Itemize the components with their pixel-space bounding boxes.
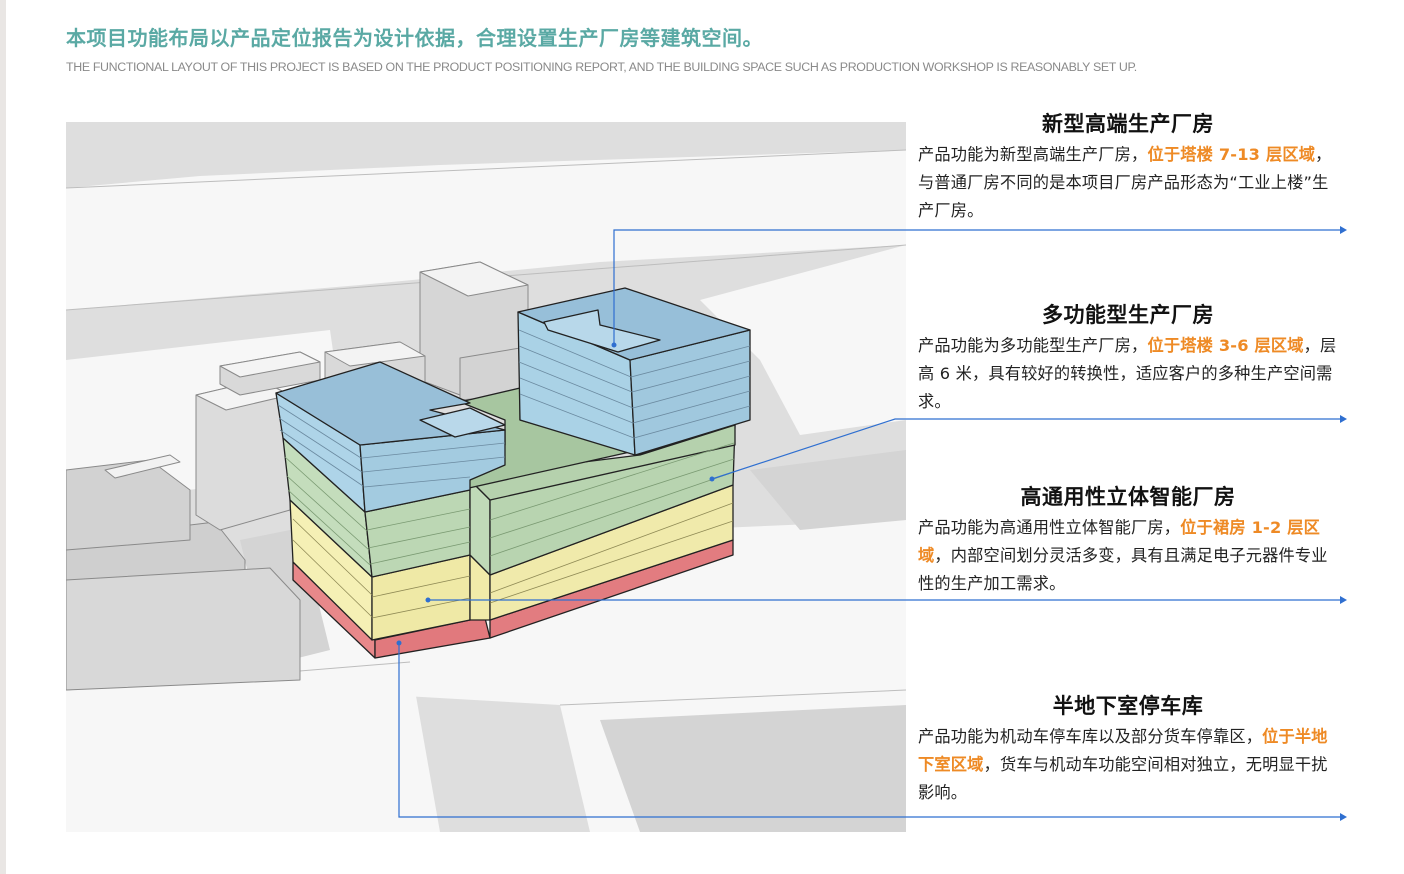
section-description: 产品功能为高通用性立体智能厂房，位于裙房 1-2 层区域，内部空间划分灵活多变，… [918, 518, 1328, 593]
section-description: 产品功能为多功能型生产厂房，位于塔楼 3-6 层区域，层高 6 米，具有较好的转… [918, 336, 1337, 411]
arrow-icon [1340, 415, 1347, 423]
section-basement-garage: 半地下室停车库 产品功能为机动车停车库以及部分货车停靠区，位于半地下室区域，货车… [918, 690, 1348, 807]
section-title: 半地下室停车库 [1052, 694, 1204, 718]
arrow-icon [1340, 226, 1347, 234]
highlight-text: 位于半地下室区域 [918, 727, 1328, 774]
section-description: 产品功能为新型高端生产厂房，位于塔楼 7-13 层区域，与普通厂房不同的是本项目… [918, 145, 1332, 220]
section-multi-function-workshop: 多功能型生产厂房 产品功能为多功能型生产厂房，位于塔楼 3-6 层区域，层高 6… [918, 299, 1348, 416]
section-title: 高通用性立体智能厂房 [1020, 485, 1236, 509]
highlight-text: 位于裙房 1-2 层区域 [918, 518, 1321, 565]
page-left-edge [0, 0, 6, 874]
section-title: 新型高端生产厂房 [1042, 112, 1214, 136]
arrow-icon [1340, 813, 1347, 821]
highlight-text: 位于塔楼 3-6 层区域 [1147, 336, 1304, 355]
building-massing-render [66, 122, 906, 832]
page-subtitle: THE FUNCTIONAL LAYOUT OF THIS PROJECT IS… [66, 60, 1137, 74]
section-title: 多功能型生产厂房 [1042, 303, 1214, 327]
section-description: 产品功能为机动车停车库以及部分货车停靠区，位于半地下室区域，货车与机动车功能空间… [918, 727, 1328, 802]
section-high-end-workshop: 新型高端生产厂房 产品功能为新型高端生产厂房，位于塔楼 7-13 层区域，与普通… [918, 108, 1348, 225]
highlight-text: 位于塔楼 7-13 层区域 [1147, 145, 1316, 164]
section-smart-workshop: 高通用性立体智能厂房 产品功能为高通用性立体智能厂房，位于裙房 1-2 层区域，… [918, 481, 1348, 598]
page-title: 本项目功能布局以产品定位报告为设计依据，合理设置生产厂房等建筑空间。 [66, 26, 763, 50]
